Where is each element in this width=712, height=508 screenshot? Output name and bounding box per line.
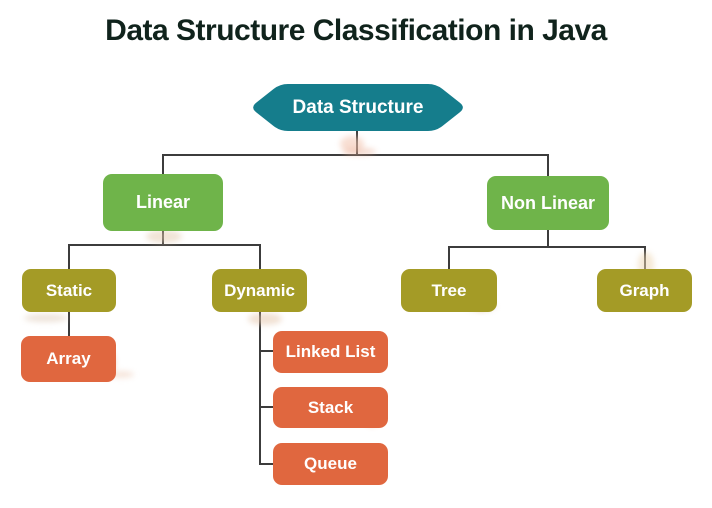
watermark: [340, 136, 364, 152]
node-queue: Queue: [273, 443, 388, 485]
connector-to-non-linear: [547, 154, 549, 177]
node-label-static: Static: [45, 280, 93, 300]
watermark: [146, 230, 182, 243]
node-label-data-structure: Data Structure: [292, 96, 424, 118]
node-linear: Linear: [103, 174, 223, 231]
connector-to-tree: [448, 246, 450, 269]
hexagon-shape: [253, 84, 463, 131]
connector-static-to-array: [68, 312, 70, 336]
connector-to-graph: [644, 246, 646, 269]
node-label-graph: Graph: [619, 280, 670, 300]
connector-to-stack: [259, 406, 274, 408]
watermark: [248, 313, 282, 325]
connector-level1-horizontal: [162, 154, 549, 156]
node-linked-list: Linked List: [273, 331, 388, 373]
connector-to-linked-list: [259, 350, 274, 352]
connector-to-linear: [162, 154, 164, 175]
node-static: Static: [22, 269, 116, 312]
node-dynamic: Dynamic: [212, 269, 307, 312]
connector-to-queue: [259, 463, 274, 465]
connector-to-dynamic: [259, 244, 261, 269]
connector-root-down: [356, 131, 358, 156]
connector-non-linear-down: [547, 230, 549, 248]
node-array: Array: [21, 336, 116, 382]
node-label-queue: Queue: [304, 454, 357, 473]
node-tree: Tree: [401, 269, 497, 312]
node-label-stack: Stack: [307, 397, 354, 417]
node-label-array: Array: [46, 349, 91, 368]
node-label-tree: Tree: [431, 280, 467, 300]
connector-dynamic-trunk: [259, 312, 261, 465]
connector-linear-children-horizontal: [68, 244, 261, 246]
connector-to-static: [68, 244, 70, 269]
connector-non-linear-children-horizontal: [448, 246, 646, 248]
node-data-structure: Data Structure: [250, 84, 466, 131]
node-label-linked-list: Linked List: [285, 342, 376, 361]
node-label-non-linear: Non Linear: [500, 192, 595, 213]
node-non-linear: Non Linear: [487, 176, 609, 230]
node-label-dynamic: Dynamic: [224, 280, 295, 300]
node-label-linear: Linear: [135, 192, 191, 212]
node-stack: Stack: [273, 387, 388, 428]
diagram-title: Data Structure Classification in Java: [105, 14, 607, 47]
node-graph: Graph: [597, 269, 692, 312]
watermark: [24, 314, 68, 322]
